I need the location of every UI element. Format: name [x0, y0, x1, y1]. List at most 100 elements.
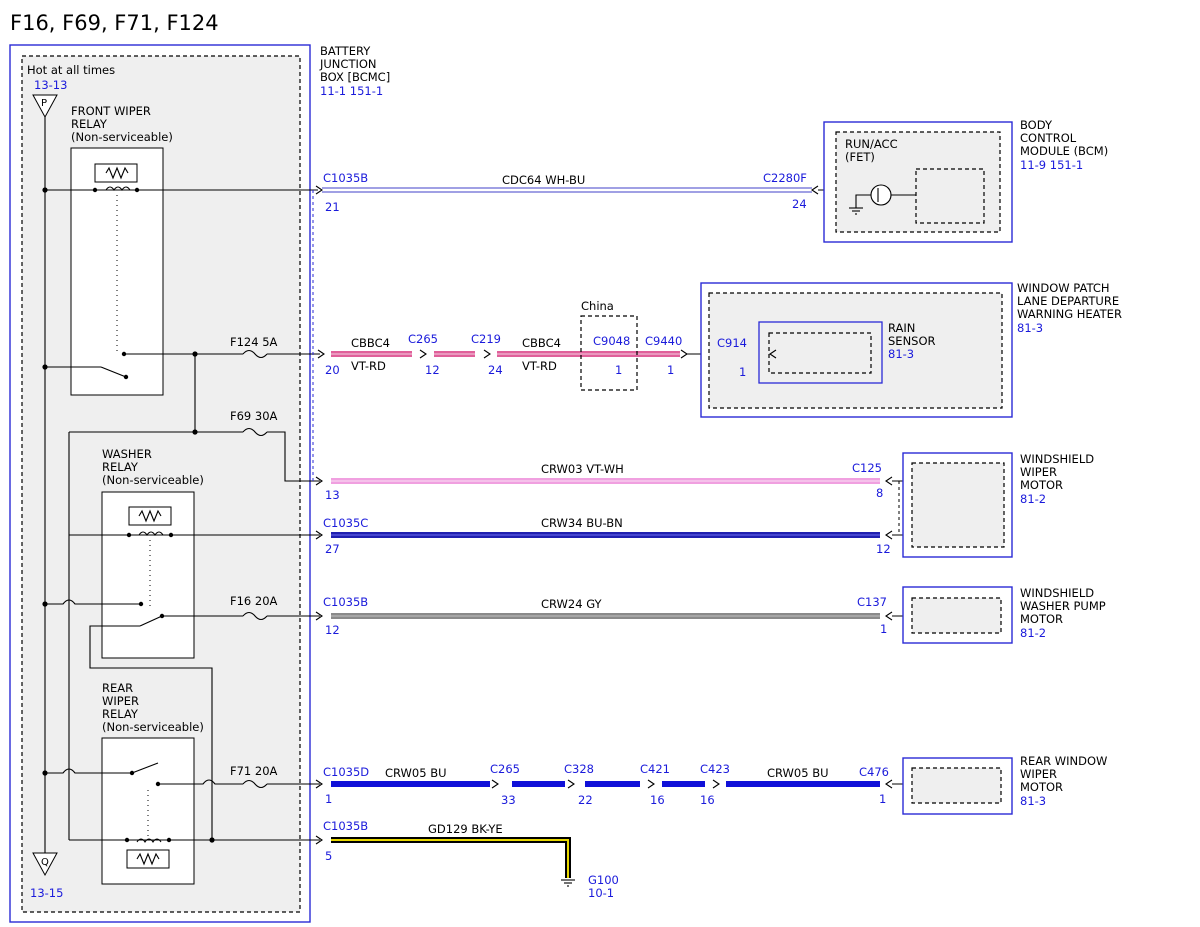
wire-segment — [158, 779, 243, 785]
rain-c9048: C9048 — [593, 334, 630, 348]
bcm-label-2: CONTROL — [1020, 131, 1077, 145]
front-relay-resistor-icon — [105, 166, 129, 180]
window-patch-label-3: WARNING HEATER — [1017, 307, 1122, 321]
rear-relay-switch — [131, 762, 159, 774]
connector-arrow — [680, 349, 688, 359]
fuse-f16-label: F16 20A — [230, 594, 278, 608]
fuse-f124-icon — [242, 349, 268, 359]
rain-c914: C914 — [717, 336, 747, 350]
washer-pump-label-3: MOTOR — [1020, 612, 1063, 626]
washer-pump-ref: 81-2 — [1020, 626, 1046, 640]
junction-dot — [134, 187, 140, 193]
ground-conn: C1035B — [323, 819, 368, 833]
washer-conn: C137 — [857, 595, 887, 609]
p-symbol — [32, 94, 58, 119]
fuse-f71-icon — [242, 779, 268, 789]
rain-pin-start: 20 — [325, 363, 340, 377]
fuse-f69-label: F69 30A — [230, 409, 278, 423]
connector-arrow — [317, 349, 325, 359]
fuse-f16-icon — [242, 611, 268, 621]
connector-arrow — [885, 476, 893, 486]
connector-arrow — [315, 611, 323, 621]
wiper-motor-label-3: MOTOR — [1020, 478, 1063, 492]
wire-cdc64-label: CDC64 WH-BU — [502, 173, 585, 187]
rear-relay-label-4: (Non-serviceable) — [102, 720, 204, 734]
junction-dot — [42, 601, 48, 607]
china-option-box — [580, 315, 638, 391]
wiper-pin2-end: 12 — [876, 542, 891, 556]
rain-c219: C219 — [471, 332, 501, 346]
connector-arrow — [769, 349, 777, 359]
rain-c9048-pin: 1 — [615, 363, 622, 377]
washer-relay-label-1: WASHER — [102, 447, 152, 461]
rear-c328-pin: 22 — [578, 793, 593, 807]
junction-dot — [123, 374, 129, 380]
bjb-label-2: JUNCTION — [319, 57, 377, 71]
rear-relay-coil-icon — [136, 838, 162, 843]
ground-g100-ref: 10-1 — [588, 886, 614, 900]
rear-motor-inner — [911, 767, 1002, 804]
diagram-title: F16, F69, F71, F124 — [10, 11, 219, 35]
wire-cbbc4-a-circuit: CBBC4 — [351, 336, 390, 350]
washer-relay-coil-icon — [138, 531, 164, 536]
bcm-pin-left: 21 — [325, 200, 340, 214]
rain-sensor-box — [758, 321, 883, 384]
junction-dot — [92, 187, 98, 193]
front-relay-label-2: RELAY — [71, 117, 108, 131]
connector-arrow — [885, 530, 893, 540]
rain-sensor-label-2: SENSOR — [888, 334, 936, 348]
rear-c265-pin: 33 — [501, 793, 516, 807]
junction-dot — [42, 364, 48, 370]
wire-gd129-label: GD129 BK-YE — [428, 822, 503, 836]
connector-arrow — [315, 476, 323, 486]
rear-c421-pin: 16 — [650, 793, 665, 807]
bcm-ref: 11-9 151-1 — [1020, 158, 1083, 172]
rear-motor-label-1: REAR WINDOW — [1020, 754, 1107, 768]
washer-relay — [101, 491, 195, 659]
rear-relay-label-1: REAR — [102, 681, 133, 695]
wiper-motor-inner — [911, 462, 1005, 548]
p-ref: 13-13 — [34, 78, 67, 92]
rear-c423: C423 — [700, 762, 730, 776]
front-relay-coil-box — [94, 163, 138, 183]
rain-c219-pin: 24 — [488, 363, 503, 377]
junction-dot — [42, 770, 48, 776]
bcm-label-3: MODULE (BCM) — [1020, 144, 1108, 158]
window-patch-label-2: LANE DEPARTURE — [1017, 294, 1119, 308]
connector-arrow — [483, 349, 491, 359]
bcm-inner — [835, 131, 1001, 233]
window-patch-ref: 81-3 — [1017, 321, 1043, 335]
washer-pump-label-1: WINDSHIELD — [1020, 586, 1094, 600]
connector-arrow — [315, 835, 323, 845]
junction-dot — [138, 601, 144, 607]
front-relay-coil-icon — [105, 186, 131, 191]
washer-relay-label-2: RELAY — [102, 460, 139, 474]
wiper-motor-label-2: WIPER — [1020, 465, 1057, 479]
bcm-logic-block — [915, 168, 985, 224]
washer-relay-label-3: (Non-serviceable) — [102, 473, 204, 487]
rain-c914-pin: 1 — [739, 365, 746, 379]
wire-crw24-label: CRW24 GY — [541, 597, 603, 611]
window-patch-label-1: WINDOW PATCH — [1017, 281, 1110, 295]
front-wiper-relay — [70, 147, 164, 396]
rain-sensor-label-1: RAIN — [888, 321, 915, 335]
bcm-conn-left: C1035B — [323, 171, 368, 185]
rain-c9440: C9440 — [645, 334, 682, 348]
washer-pump-label-2: WASHER PUMP — [1020, 599, 1106, 613]
rear-relay-label-3: RELAY — [102, 707, 139, 721]
wiper-pin2-start: 27 — [325, 542, 340, 556]
fuse-f71-label: F71 20A — [230, 764, 278, 778]
wiper-conn2: C1035C — [323, 516, 368, 530]
junction-dot — [168, 532, 174, 538]
connector-arrow — [315, 530, 323, 540]
wire-segment — [89, 625, 213, 840]
connector-arrow — [885, 779, 893, 789]
wire-segment — [267, 431, 320, 482]
wire-crw05-a-label: CRW05 BU — [385, 766, 447, 780]
wiper-conn: C125 — [852, 461, 882, 475]
rain-c9440-pin: 1 — [667, 363, 674, 377]
wire-segment — [855, 194, 871, 208]
q-ref: 13-15 — [30, 886, 63, 900]
bcm-conn-right: C2280F — [763, 171, 807, 185]
